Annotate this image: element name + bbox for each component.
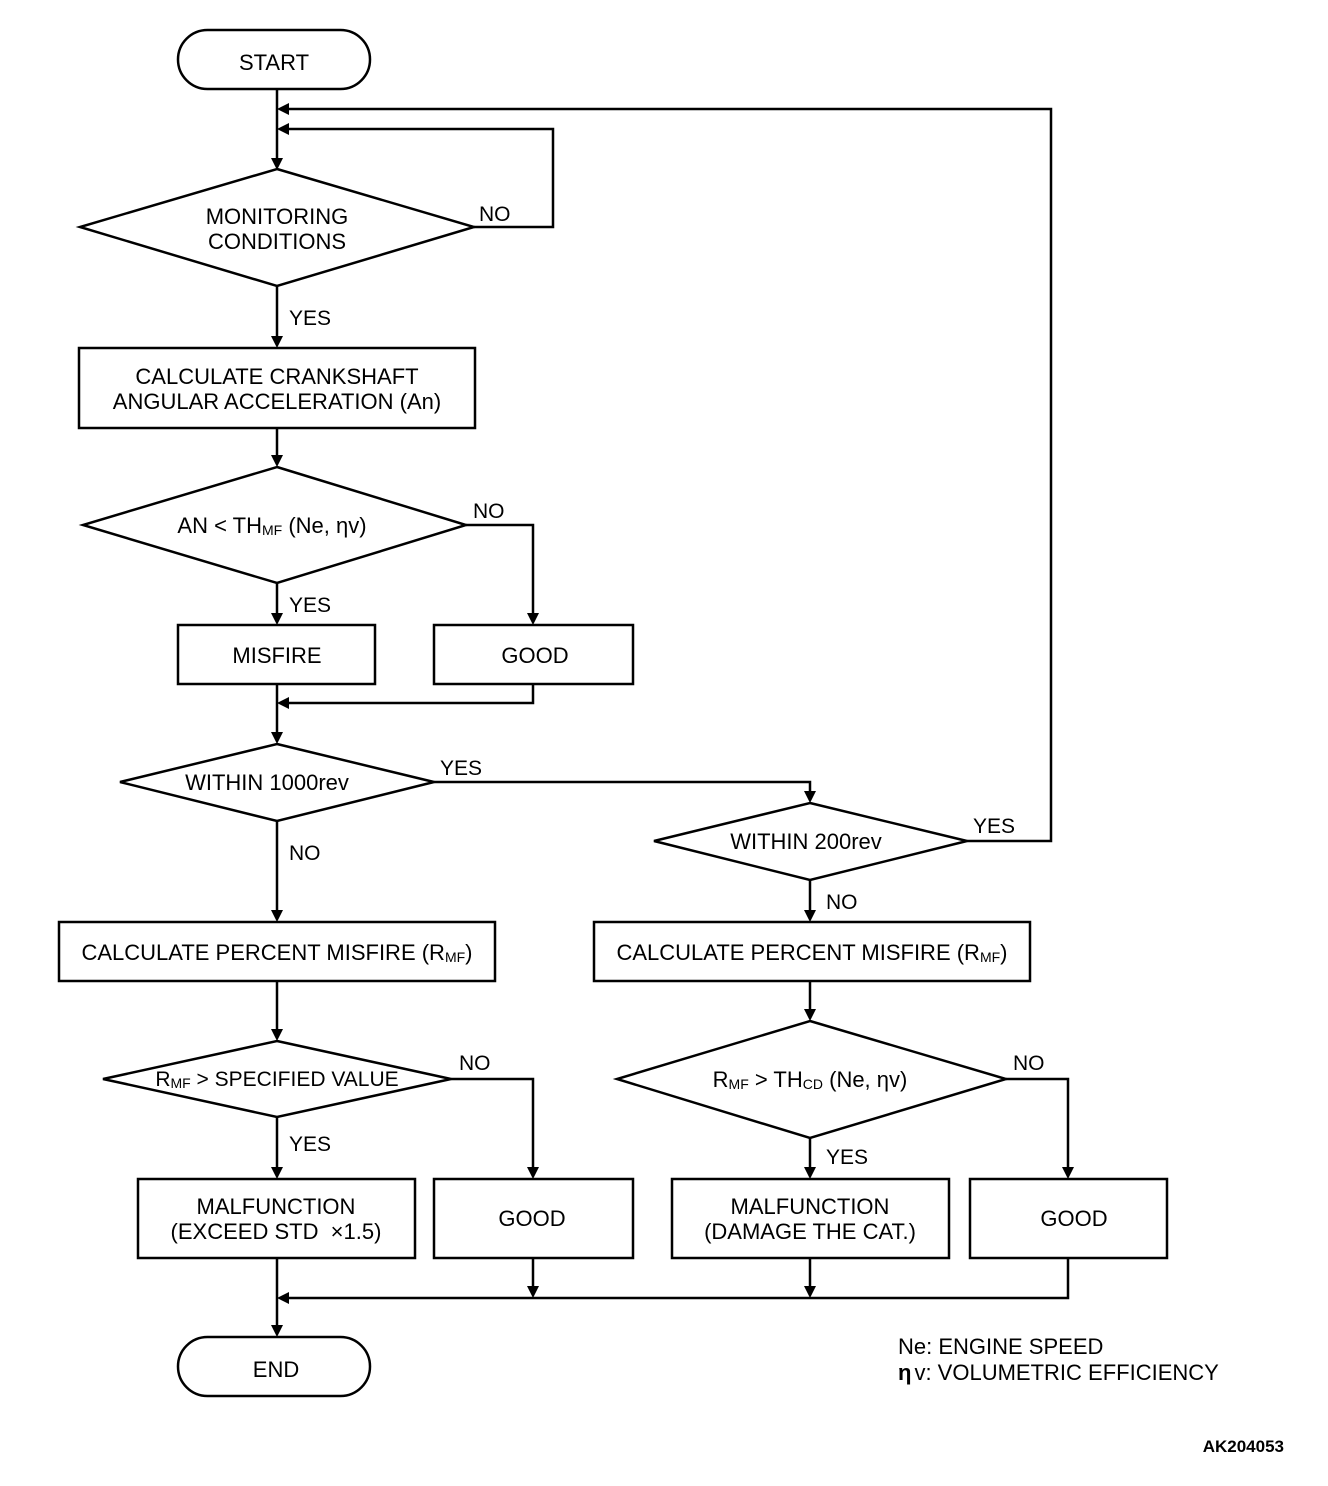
calc-pct-right-label: CALCULATE PERCENT MISFIRE (RMF) xyxy=(616,940,1007,965)
good-box-3: GOOD xyxy=(968,1177,1169,1260)
good-box-1: GOOD xyxy=(432,623,635,686)
start-label: START xyxy=(239,50,309,75)
good-box-2: GOOD xyxy=(432,1177,635,1260)
monitoring-no-label: NO xyxy=(479,203,511,226)
arrowhead xyxy=(271,910,283,922)
connector-bottom-merge xyxy=(287,1258,1070,1300)
an-no-label: NO xyxy=(473,500,505,523)
monitoring-label-line2: CONDITIONS xyxy=(208,229,346,254)
arrowhead xyxy=(271,732,283,744)
arrowhead xyxy=(271,1167,283,1179)
malfunction-cat-line1: MALFUNCTION xyxy=(731,1194,890,1219)
arrowhead xyxy=(277,1292,289,1304)
an-threshold-decision: AN < THMF (Ne, ηv) xyxy=(78,465,471,585)
connector-w1000-yes xyxy=(434,780,812,793)
malfunction-exceed-std-box: MALFUNCTION (EXCEED STD ×1.5) xyxy=(136,1177,417,1260)
an-yes-label: YES xyxy=(289,594,331,617)
arrowhead xyxy=(804,1286,816,1298)
w1000-no-label: NO xyxy=(289,842,321,865)
arrowhead xyxy=(527,1286,539,1298)
arrowhead xyxy=(527,1167,539,1179)
thcd-yes-label: YES xyxy=(826,1146,868,1169)
rmf-thcd-label: RMF > THCD (Ne, ηv) xyxy=(713,1067,908,1092)
calc-pct-left-label: CALCULATE PERCENT MISFIRE (RMF) xyxy=(81,940,472,965)
malfunction-std-line1: MALFUNCTION xyxy=(197,1194,356,1219)
arrowhead xyxy=(271,158,283,170)
arrowhead xyxy=(271,1325,283,1337)
legend-ne: Ne: ENGINE SPEED xyxy=(898,1334,1103,1359)
misfire-box: MISFIRE xyxy=(176,623,377,686)
malfunction-damage-cat-box: MALFUNCTION (DAMAGE THE CAT.) xyxy=(670,1177,951,1260)
monitoring-yes-label: YES xyxy=(289,307,331,330)
good-2-label: GOOD xyxy=(498,1206,565,1231)
end-terminator: END xyxy=(176,1335,372,1398)
rmf-thcd-decision: RMF > THCD (Ne, ηv) xyxy=(612,1019,1011,1140)
connector-good1-merge xyxy=(287,684,535,705)
figure-code: AK204053 xyxy=(1203,1437,1284,1456)
calc-percent-misfire-box-left: CALCULATE PERCENT MISFIRE (RMF) xyxy=(57,920,497,983)
rmf-specified-value-decision: RMF > SPECIFIED VALUE xyxy=(102,1039,452,1119)
rmf-specified-label: RMF > SPECIFIED VALUE xyxy=(155,1068,398,1091)
connectors xyxy=(271,89,1074,1337)
monitoring-conditions-decision: MONITORING CONDITIONS xyxy=(75,167,479,288)
arrowhead xyxy=(271,1029,283,1041)
eta-symbol: η xyxy=(898,1360,911,1385)
calc-percent-misfire-box-right: CALCULATE PERCENT MISFIRE (RMF) xyxy=(592,920,1032,983)
arrowhead xyxy=(804,910,816,922)
spec-yes-label: YES xyxy=(289,1133,331,1156)
arrowhead xyxy=(804,791,816,803)
good-1-label: GOOD xyxy=(501,643,568,668)
arrowhead xyxy=(277,123,289,135)
within-200rev-decision: WITHIN 200rev xyxy=(653,801,968,882)
arrowhead xyxy=(271,336,283,348)
connector-an-no xyxy=(466,523,535,615)
thcd-no-label: NO xyxy=(1013,1052,1045,1075)
arrowhead xyxy=(277,103,289,115)
an-check-label: AN < THMF (Ne, ηv) xyxy=(177,513,366,538)
within-1000rev-label: WITHIN 1000rev xyxy=(185,770,349,795)
misfire-label: MISFIRE xyxy=(232,643,321,668)
within-1000rev-decision: WITHIN 1000rev xyxy=(119,742,435,823)
arrowhead xyxy=(277,697,289,709)
w200-no-label: NO xyxy=(826,891,858,914)
arrowhead xyxy=(271,455,283,467)
connector-thcd-no xyxy=(1006,1077,1070,1169)
connector-spec-no xyxy=(451,1077,535,1169)
arrowhead xyxy=(804,1009,816,1021)
arrowhead xyxy=(1062,1167,1074,1179)
start-terminator: START xyxy=(176,28,372,91)
monitoring-label-line1: MONITORING xyxy=(206,204,349,229)
calc-accel-line2: ANGULAR ACCELERATION (An) xyxy=(113,389,441,414)
within-200rev-label: WITHIN 200rev xyxy=(730,829,882,854)
connector-monitoring-no-loop xyxy=(287,127,555,229)
arrowhead xyxy=(804,1167,816,1179)
malfunction-std-line2: (EXCEED STD ×1.5) xyxy=(171,1219,382,1244)
branch-labels: NO YES NO YES YES NO YES NO NO YES NO YE… xyxy=(289,203,1045,1169)
spec-no-label: NO xyxy=(459,1052,491,1075)
calc-angular-acceleration-box: CALCULATE CRANKSHAFT ANGULAR ACCELERATIO… xyxy=(77,346,477,430)
w200-yes-label: YES xyxy=(973,815,1015,838)
connector-w200-yes-loop xyxy=(287,107,1053,843)
good-3-label: GOOD xyxy=(1040,1206,1107,1231)
end-label: END xyxy=(253,1357,299,1382)
w1000-yes-label: YES xyxy=(440,757,482,780)
calc-accel-line1: CALCULATE CRANKSHAFT xyxy=(135,364,418,389)
arrowhead xyxy=(271,613,283,625)
arrowhead xyxy=(527,613,539,625)
malfunction-cat-line2: (DAMAGE THE CAT.) xyxy=(704,1219,916,1244)
